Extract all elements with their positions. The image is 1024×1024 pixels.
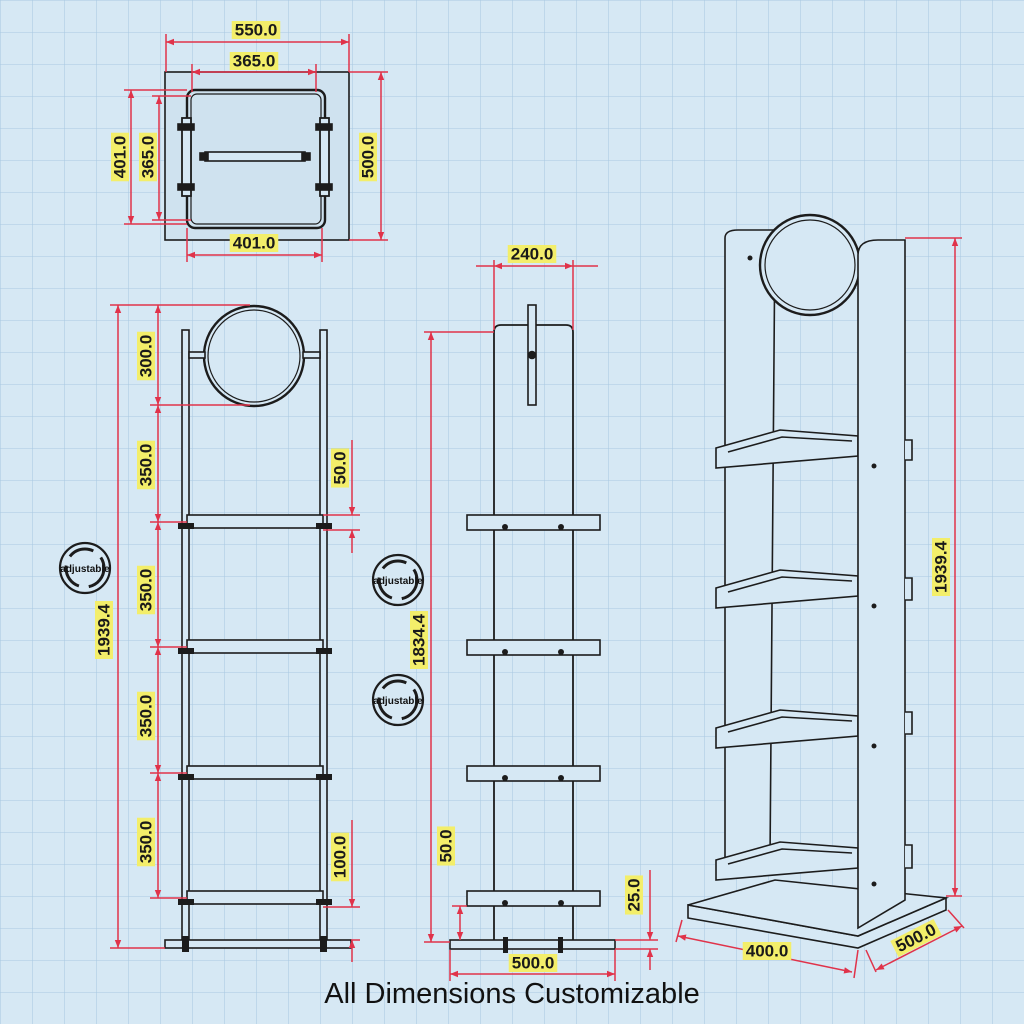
side-view-mirror-pivot (527, 350, 537, 360)
dim-front-shelf-spacing-2: 350.0 (137, 569, 156, 612)
front-view-shelf-2 (186, 639, 324, 654)
side-view-shelf-2 (466, 639, 601, 656)
dimension-label-bg (890, 918, 942, 958)
adjustable-badge: adjustable (371, 673, 425, 727)
dimension-label-bg (137, 691, 155, 741)
iso-back-panel (724, 229, 776, 871)
dim-side-base-thickness: 25.0 (625, 878, 644, 911)
dimension-label-bg (137, 565, 155, 615)
dim-top-base-width: 401.0 (233, 234, 276, 253)
adjustable-badge: adjustable (58, 541, 112, 595)
dimension-label-bg (137, 440, 155, 490)
top-view-bar-cap (199, 152, 209, 161)
adjustable-label: adjustable (373, 696, 423, 707)
dim-iso-base-length: 400.0 (746, 942, 789, 961)
dimension-label-bg (231, 21, 281, 39)
front-view-mirror-inner (207, 309, 301, 403)
dim-front-shelf-spacing-4: 350.0 (137, 821, 156, 864)
adjustable-badge: adjustable (371, 553, 425, 607)
dim-side-overall-height: 1834.4 (410, 613, 429, 666)
front-view-mirror-pin (188, 351, 206, 359)
adjustable-label: adjustable (373, 576, 423, 587)
side-view-shelf-4 (466, 890, 601, 907)
dim-front-shelf-spacing-3: 350.0 (137, 695, 156, 738)
dimension-label-bg (331, 832, 349, 882)
iso-mirror (758, 213, 862, 317)
front-view-brackets (178, 523, 332, 952)
dimension-label-bg (507, 245, 557, 263)
top-view-left-post (181, 117, 192, 197)
top-view-bolt (315, 123, 333, 131)
top-view-dimensions (124, 34, 388, 262)
dimension-labels: 550.0 365.0 401.0 401.0 365.0 500.0 1939… (95, 21, 951, 973)
top-view-bolt (315, 183, 333, 191)
dimension-label-bg (410, 611, 428, 669)
front-view-shelf-4 (186, 890, 324, 905)
dimension-label-bg (137, 817, 155, 867)
dim-side-top-width: 240.0 (511, 245, 554, 264)
dimension-label-bg (742, 942, 792, 960)
dim-front-mirror-height: 300.0 (137, 335, 156, 378)
dim-top-inner-width: 365.0 (233, 52, 276, 71)
front-view-shelf-3 (186, 765, 324, 780)
side-view-shelf-1 (466, 514, 601, 531)
side-view (449, 304, 616, 953)
side-view-screws (502, 524, 564, 953)
dim-side-base-width: 500.0 (512, 954, 555, 973)
dimension-label-bg (932, 538, 950, 596)
adjustable-label: adjustable (60, 564, 110, 575)
dimension-label-bg (359, 132, 377, 182)
top-view-bar-cap (301, 152, 311, 161)
dim-iso-overall-height: 1939.4 (932, 540, 951, 593)
top-view-mirror-bar (204, 151, 306, 162)
dimension-label-bg (229, 234, 279, 252)
caption: All Dimensions Customizable (324, 978, 700, 1010)
top-view (164, 71, 350, 241)
top-view-bolt (177, 123, 195, 131)
dim-side-bottom-gap: 50.0 (437, 829, 456, 862)
top-view-right-post (319, 117, 330, 197)
dimension-label-bg (137, 331, 155, 381)
dimension-label-bg (229, 52, 279, 70)
side-view-base (449, 939, 616, 950)
front-view-mirror-pin (302, 351, 321, 359)
front-view-right-post (319, 329, 328, 943)
dim-top-plate-depth: 500.0 (359, 136, 378, 179)
dimension-label-bg (508, 954, 558, 972)
dimension-label-bg (111, 132, 129, 182)
dim-front-bottom-gap: 100.0 (331, 836, 350, 879)
front-view-left-post (181, 329, 190, 943)
iso-mirror-inner (764, 219, 856, 311)
dim-top-inner-depth: 365.0 (139, 136, 158, 179)
dim-top-outer-depth: 401.0 (111, 136, 130, 179)
front-view (164, 304, 352, 952)
front-view-dimensions (110, 304, 360, 962)
dimension-label-bg (437, 826, 455, 866)
dim-top-outer-width: 550.0 (235, 21, 278, 40)
top-view-bolt (177, 183, 195, 191)
dim-front-overall-height: 1939.4 (95, 603, 114, 656)
dimension-label-bg (95, 601, 113, 659)
side-view-shelf-3 (466, 765, 601, 782)
side-view-panel (493, 324, 574, 943)
dimension-label-bg (331, 448, 349, 488)
dimension-label-bg (625, 875, 643, 915)
dimension-label-bg (139, 132, 157, 182)
front-view-shelf-1 (186, 514, 324, 529)
dim-front-shelf-spacing-1: 350.0 (137, 444, 156, 487)
side-view-dimensions (424, 260, 658, 981)
iso-front-panel (857, 239, 906, 930)
iso-screws (747, 255, 877, 887)
iso-shelves (715, 429, 859, 881)
dim-front-top-gap: 50.0 (331, 451, 350, 484)
